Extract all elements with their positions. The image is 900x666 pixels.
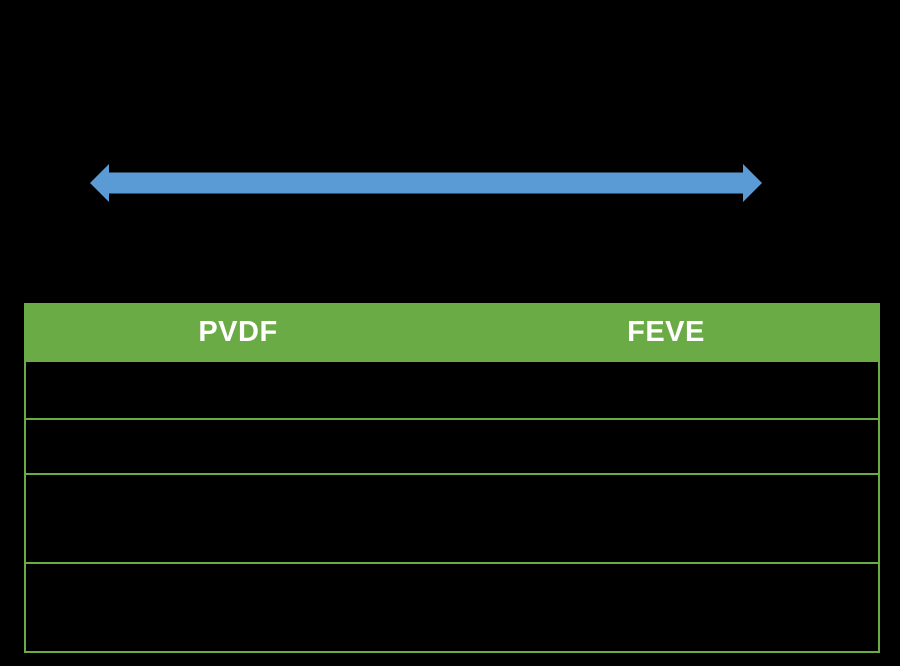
table-cell — [26, 564, 452, 651]
arrow-left-head — [90, 164, 109, 202]
comparison-table: PVDF FEVE — [24, 303, 880, 653]
column-header-feve: FEVE — [627, 316, 705, 348]
table-cell — [452, 475, 878, 562]
table-row — [26, 475, 878, 564]
double-arrow-icon — [90, 163, 762, 203]
table-cell — [26, 475, 452, 562]
column-header-pvdf: PVDF — [198, 316, 278, 348]
arrow-right-head — [743, 164, 762, 202]
table-cell — [26, 420, 452, 473]
arrow-shaft — [108, 172, 744, 194]
table-row — [26, 420, 878, 475]
table-body — [24, 362, 880, 653]
table-header-row: PVDF FEVE — [24, 303, 880, 362]
table-cell — [26, 362, 452, 418]
table-cell — [452, 362, 878, 418]
table-row — [26, 564, 878, 651]
table-cell — [452, 564, 878, 651]
table-row — [26, 362, 878, 420]
table-cell — [452, 420, 878, 473]
